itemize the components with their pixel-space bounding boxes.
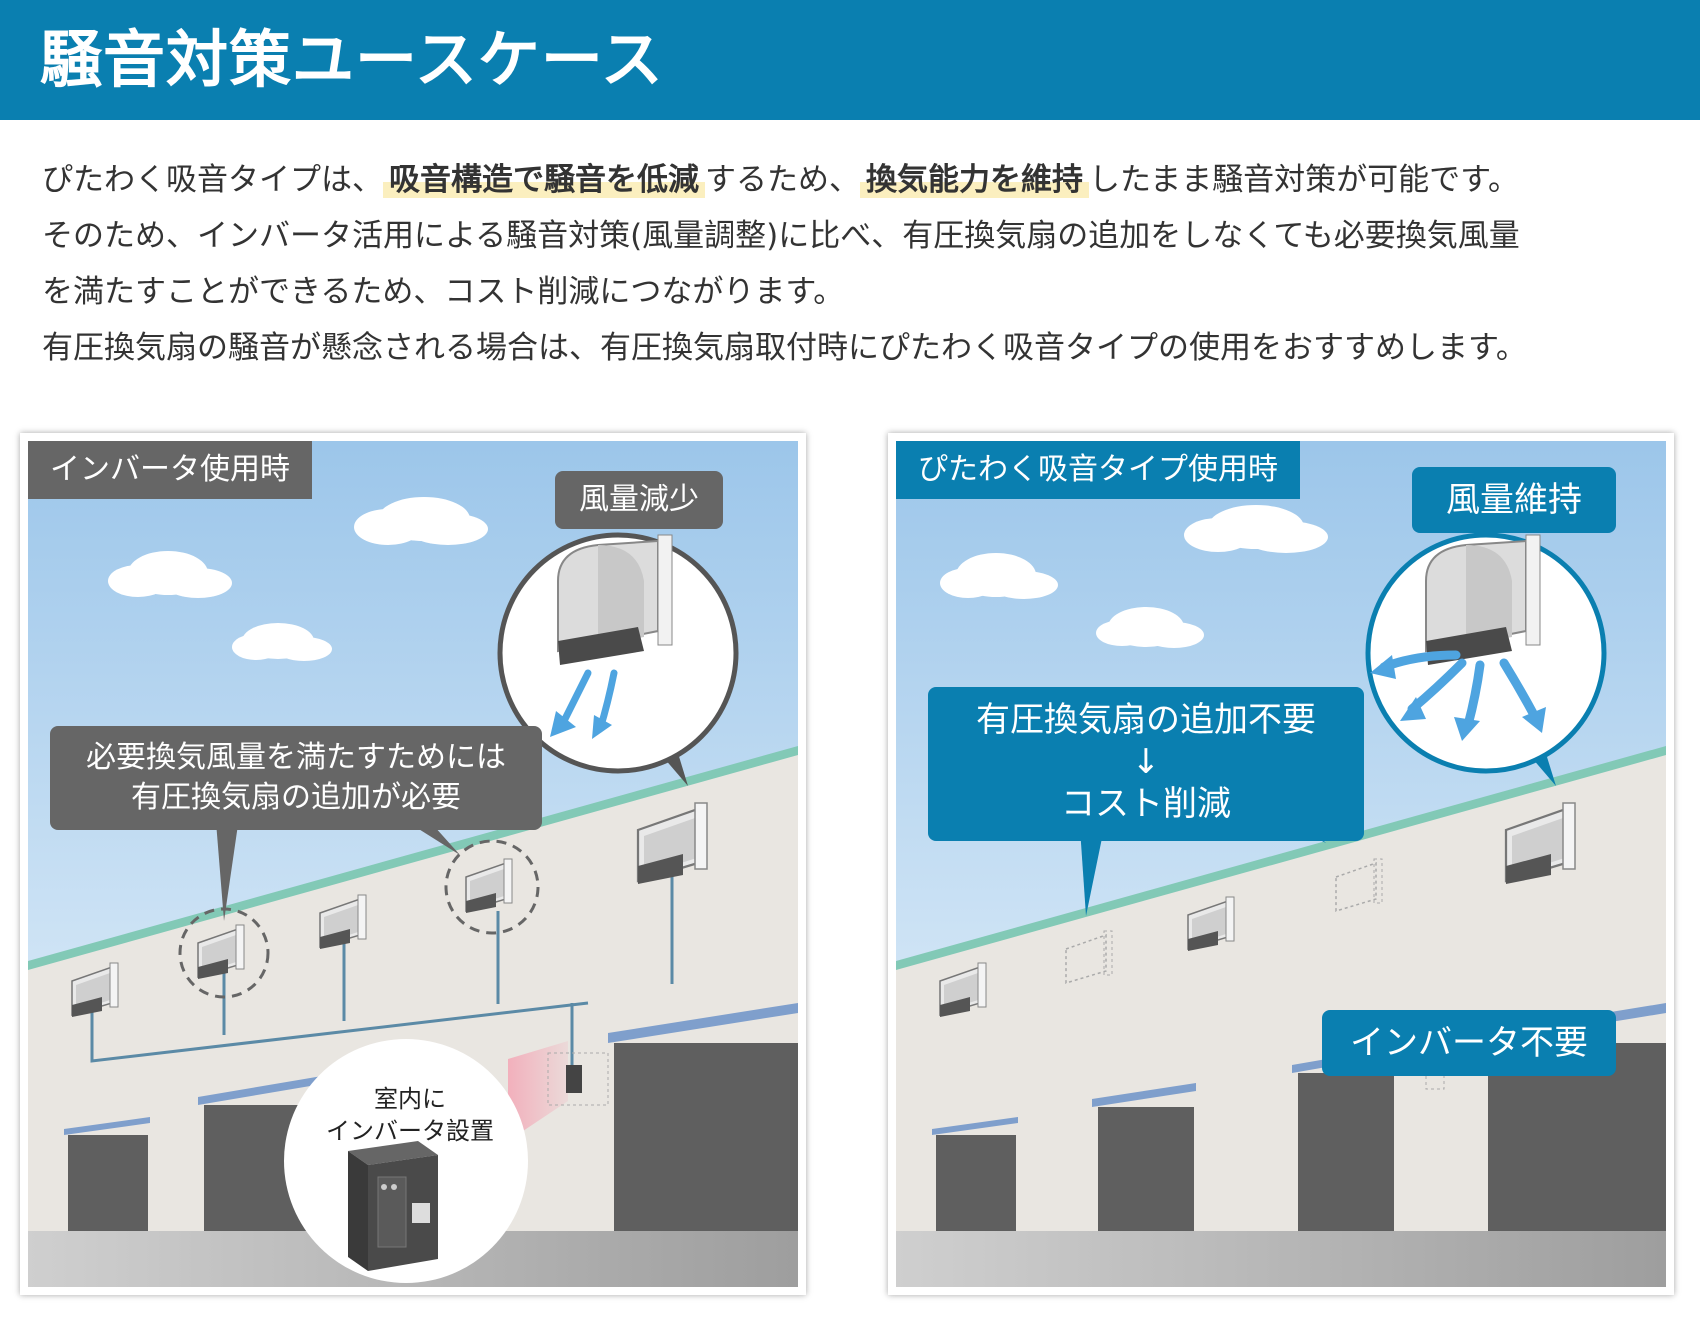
label-airflow-maintained: 風量維持 [1412, 467, 1616, 533]
highlight-noise-reduction: 吸音構造で騒音を低減 [383, 162, 705, 198]
note-line: 有圧換気扇の追加不要 [976, 700, 1316, 740]
label-airflow-decrease: 風量減少 [555, 471, 723, 529]
note-line: 必要換気風量を満たすためには [86, 740, 506, 775]
panel-pitawaku: ぴたわく吸音タイプ使用時 風量維持 有圧換気扇の追加不要 ↓ コスト削減 インバ… [888, 433, 1674, 1295]
note-no-additional-fan: 有圧換気扇の追加不要 ↓ コスト削減 [928, 687, 1364, 841]
intro-line-4: 有圧換気扇の騒音が懸念される場合は、有圧換気扇取付時にぴたわく吸音タイプの使用を… [42, 330, 1527, 366]
panel-inverter: インバータ使用時 風量減少 必要換気風量を満たすためには 有圧換気扇の追加が必要… [20, 433, 806, 1295]
shutter-doors [64, 1003, 798, 1245]
intro-text-segment: ぴたわく吸音タイプは、 [42, 162, 383, 198]
label-line: インバータ設置 [326, 1117, 494, 1145]
intro-text-segment: したまま騒音対策が可能です。 [1089, 162, 1519, 198]
note-line: コスト削減 [1061, 784, 1231, 824]
fan-closeup-icon [1425, 534, 1541, 665]
cloud-icon [108, 497, 488, 661]
label-line: 室内に [374, 1085, 446, 1113]
header-bar: 騒音対策ユースケース [0, 0, 1700, 120]
intro-line-3: を満たすことができるため、コスト削減につながります。 [42, 274, 845, 310]
label-inverter-indoor: 室内に インバータ設置 [290, 1083, 530, 1147]
tag-pitawaku: ぴたわく吸音タイプ使用時 [896, 441, 1300, 499]
note-line: 有圧換気扇の追加が必要 [131, 780, 461, 815]
note-additional-fan: 必要換気風量を満たすためには 有圧換気扇の追加が必要 [50, 726, 542, 830]
tag-inverter: インバータ使用時 [28, 441, 312, 499]
shutter-doors [932, 1003, 1666, 1245]
intro-line-2: そのため、インバータ活用による騒音対策(風量調整)に比べ、有圧換気扇の追加をしな… [42, 218, 1520, 254]
inverter-unit-icon [566, 1065, 582, 1093]
intro-text-segment: するため、 [705, 162, 860, 198]
label-inverter-unneeded: インバータ不要 [1322, 1010, 1616, 1076]
down-arrow-icon: ↓ [1131, 742, 1161, 782]
added-fan-marker [444, 839, 540, 935]
page-title: 騒音対策ユースケース [40, 23, 664, 96]
intro-text: ぴたわく吸音タイプは、吸音構造で騒音を低減するため、換気能力を維持したまま騒音対… [42, 152, 1672, 376]
intro-line-1: ぴたわく吸音タイプは、吸音構造で騒音を低減するため、換気能力を維持したまま騒音対… [42, 152, 1672, 208]
scene-inverter [28, 441, 798, 1287]
scene-pitawaku [896, 441, 1666, 1287]
duct-lines [90, 861, 674, 1069]
fan-closeup-icon [557, 534, 673, 665]
inverter-cabinet-icon [348, 1141, 438, 1271]
cloud-icon [940, 505, 1328, 648]
highlight-ventilation: 換気能力を維持 [860, 162, 1089, 198]
